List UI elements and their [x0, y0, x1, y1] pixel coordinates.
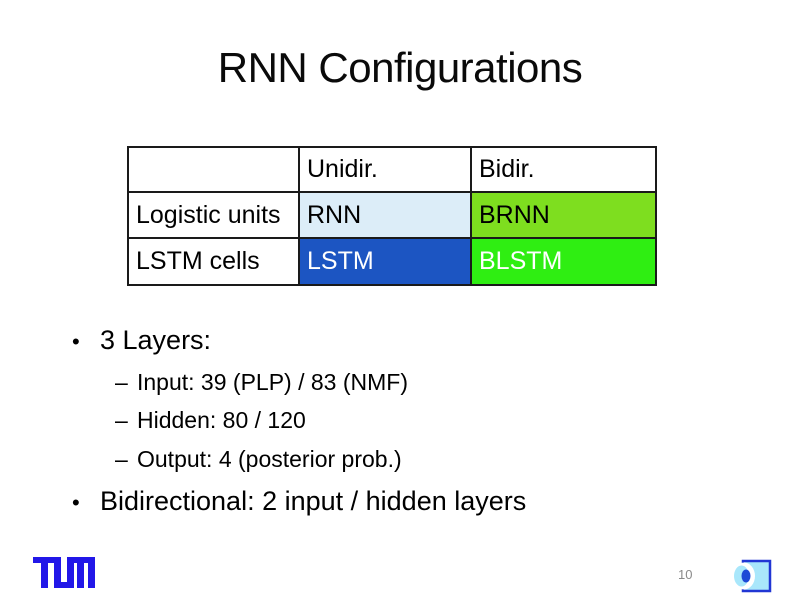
table-cell-brnn: BRNN: [472, 193, 655, 237]
bullet-marker: •: [72, 329, 80, 354]
bullet-text: Bidirectional: 2 input / hidden layers: [100, 486, 527, 516]
sub-bullet-item-hidden: – Hidden: 80 / 120: [115, 404, 306, 436]
table-cell-blstm: BLSTM: [472, 239, 655, 284]
page-title: RNN Configurations: [217, 44, 583, 91]
sub-bullet-text: Input: 39 (PLP) / 83 (NMF): [137, 369, 408, 395]
sub-bullet-text: Hidden: 80 / 120: [137, 407, 306, 433]
row-label-logistic-units: Logistic units: [129, 193, 298, 237]
table-header-unidir: Unidir.: [300, 148, 470, 191]
table-cell-rnn: RNN: [300, 193, 470, 237]
bullet-item-layers: • 3 Layers:: [72, 322, 211, 360]
dash-marker: –: [115, 446, 128, 472]
sub-bullet-item-input: – Input: 39 (PLP) / 83 (NMF): [115, 366, 408, 398]
page-number: 10: [678, 567, 693, 582]
sub-bullet-text: Output: 4 (posterior prob.): [137, 446, 402, 472]
dash-marker: –: [115, 369, 128, 395]
sub-bullet-item-output: – Output: 4 (posterior prob.): [115, 443, 402, 475]
table-header-empty: [129, 148, 298, 191]
tum-logo-icon: [33, 557, 95, 588]
rnn-configurations-table: Unidir. Bidir. Logistic units RNN BRNN L…: [127, 146, 657, 286]
row-label-lstm-cells: LSTM cells: [129, 239, 298, 284]
bullet-item-bidirectional: • Bidirectional: 2 input / hidden layers: [72, 483, 526, 521]
table-cell-lstm: LSTM: [300, 239, 470, 284]
bullet-text: 3 Layers:: [100, 325, 212, 355]
dash-marker: –: [115, 407, 128, 433]
bullet-marker: •: [72, 490, 80, 515]
table-header-bidir: Bidir.: [472, 148, 655, 191]
institute-logo-icon: [733, 559, 772, 593]
